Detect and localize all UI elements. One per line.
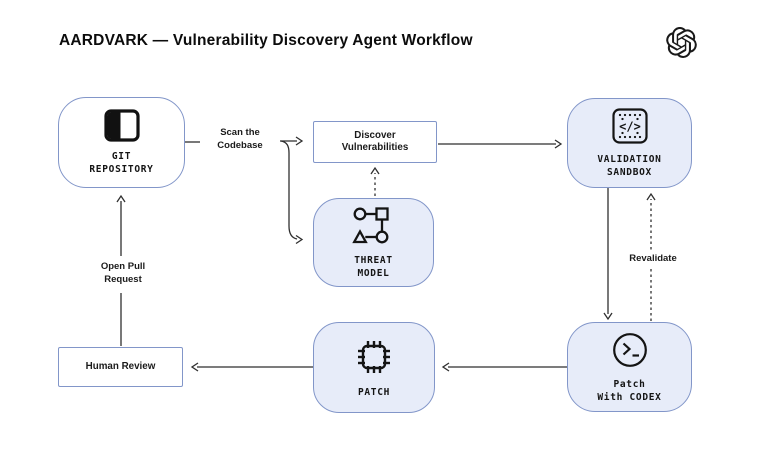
arrowhead-discover [295,136,304,146]
node-threat-model: THREAT MODEL [313,198,434,287]
node-discover-vulnerabilities: Discover Vulnerabilities [313,121,437,163]
edge-label-open-pull-request: Open Pull Request [83,260,163,287]
node-validation-sandbox: </> VALIDATION SANDBOX [567,98,692,188]
human-review-label: Human Review [85,360,156,372]
openai-logo-icon [666,27,697,58]
node-git-repository: GIT REPOSITORY [58,97,185,188]
arrowhead-validation [554,139,563,149]
patch-label: PATCH [357,386,391,398]
arrowhead-codex-down [603,312,613,321]
svg-text:</>: </> [619,120,641,134]
diagram-title: AARDVARK — Vulnerability Discovery Agent… [59,32,473,49]
arrowhead-patch-left [441,362,450,372]
node-patch: PATCH [313,322,435,413]
code-sandbox-icon: </> [611,108,648,144]
arrowhead-git [116,194,126,203]
chip-icon [358,340,390,373]
threat-model-label: THREAT MODEL [354,255,393,279]
edge-label-revalidate: Revalidate [613,252,693,267]
terminal-icon [612,333,647,367]
edge-scan-to-threat-curve [280,140,298,240]
validation-sandbox-label: VALIDATION SANDBOX [597,154,662,178]
node-patch-with-codex: Patch With CODEX [567,322,692,412]
arrowhead-threat-branch [295,234,304,245]
arrowhead-revalidate-up [646,192,656,201]
patch-with-codex-label: Patch With CODEX [597,379,662,403]
repo-icon [103,109,140,142]
git-repository-label: GIT REPOSITORY [89,151,154,175]
edge-label-scan-the-codebase: Scan the Codebase [200,126,280,153]
threat-model-icon [352,207,389,244]
discover-vulnerabilities-label: Discover Vulnerabilities [341,129,409,154]
node-human-review: Human Review [58,347,183,387]
arrowhead-threat-up [370,166,380,175]
arrowhead-human-left [190,362,199,372]
